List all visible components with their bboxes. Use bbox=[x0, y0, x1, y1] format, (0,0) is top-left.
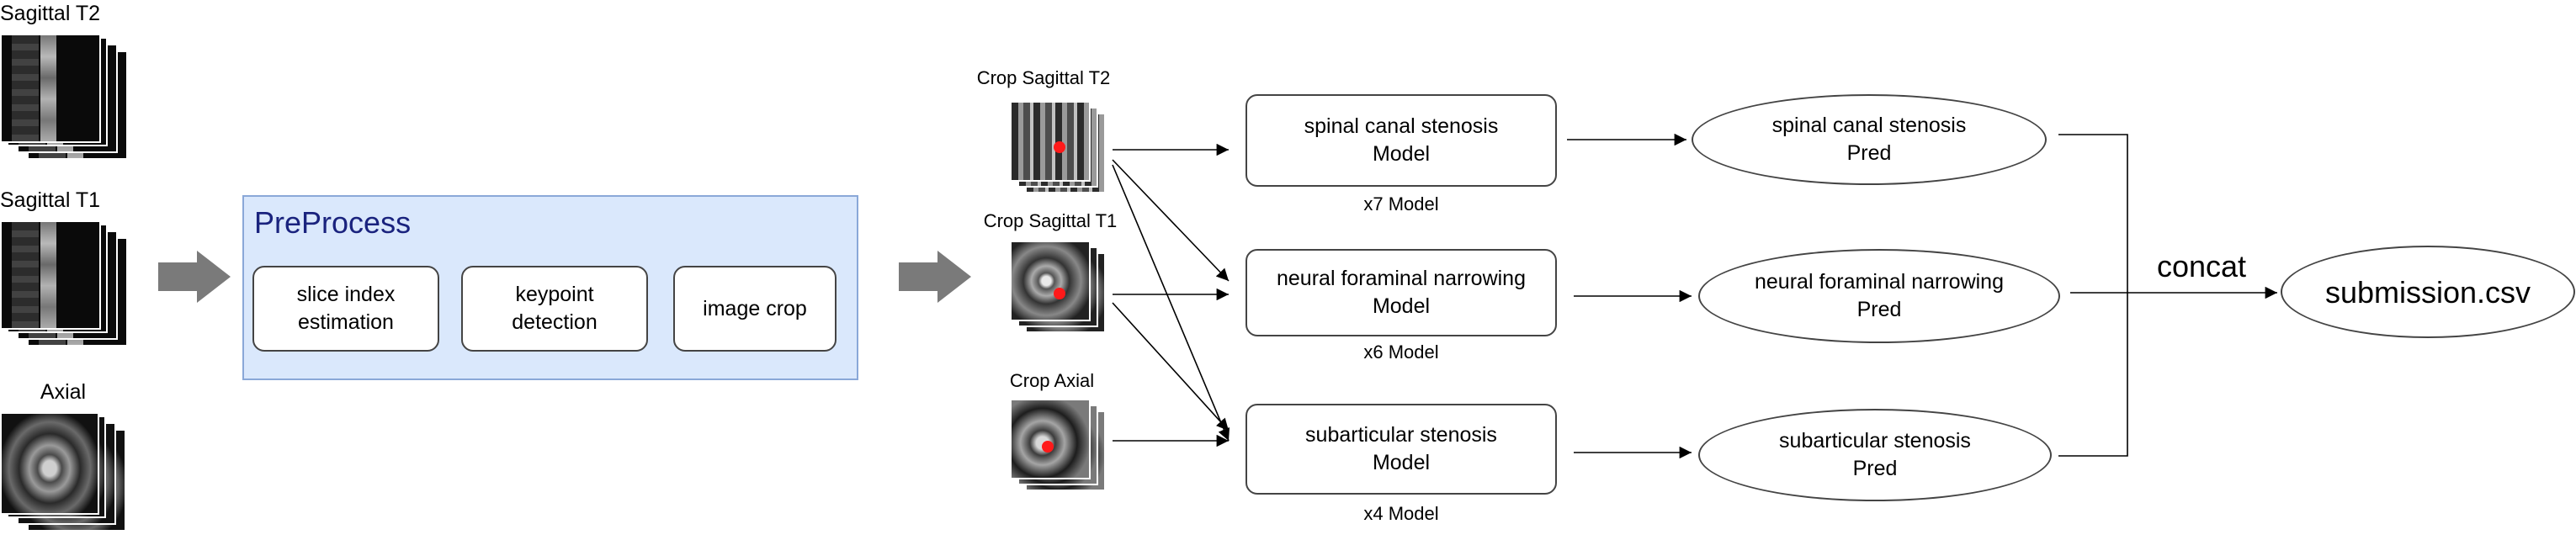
output-submission-csv: submission.csv bbox=[2281, 246, 2575, 338]
preprocess-step-image-crop: image crop bbox=[673, 266, 837, 352]
input-label-axial: Axial bbox=[40, 380, 87, 404]
concat-label: concat bbox=[2156, 249, 2247, 283]
crop-label-axial: Crop Axial bbox=[1009, 370, 1095, 391]
concat-bracket bbox=[2058, 134, 2128, 457]
model-subarticular-stenosis: subarticular stenosis Model bbox=[1246, 404, 1557, 495]
model-spinal-canal-stenosis: spinal canal stenosis Model bbox=[1246, 94, 1557, 187]
edge-crop-t2-to-subarticular-model bbox=[1112, 164, 1230, 442]
flow-arrow-to-crops bbox=[899, 251, 971, 303]
model-neural-foraminal-narrowing: neural foraminal narrowing Model bbox=[1246, 249, 1557, 336]
input-label-sagittal-t1: Sagittal T1 bbox=[0, 188, 101, 212]
crop-label-sagittal-t1: Crop Sagittal T1 bbox=[983, 210, 1118, 231]
model-count-subarticular: x4 Model bbox=[1363, 503, 1439, 524]
preprocess-title: PreProcess bbox=[254, 205, 412, 240]
pred-neural-foraminal-narrowing: neural foraminal narrowing Pred bbox=[1698, 249, 2060, 343]
pred-subarticular-stenosis: subarticular stenosis Pred bbox=[1698, 409, 2052, 501]
edge-crop-t1-to-subarticular-model bbox=[1112, 302, 1230, 431]
flow-arrow-to-preprocess bbox=[158, 251, 231, 303]
pred-spinal-canal-stenosis: spinal canal stenosis Pred bbox=[1692, 94, 2047, 185]
model-count-foraminal: x6 Model bbox=[1363, 341, 1439, 363]
crop-label-sagittal-t2: Crop Sagittal T2 bbox=[976, 67, 1111, 88]
edge-crop-t2-to-foraminal-model bbox=[1112, 159, 1230, 282]
preprocess-step-slice-index-estimation: slice index estimation bbox=[252, 266, 439, 352]
model-count-spinal: x7 Model bbox=[1363, 193, 1439, 214]
preprocess-step-keypoint-detection: keypoint detection bbox=[461, 266, 648, 352]
